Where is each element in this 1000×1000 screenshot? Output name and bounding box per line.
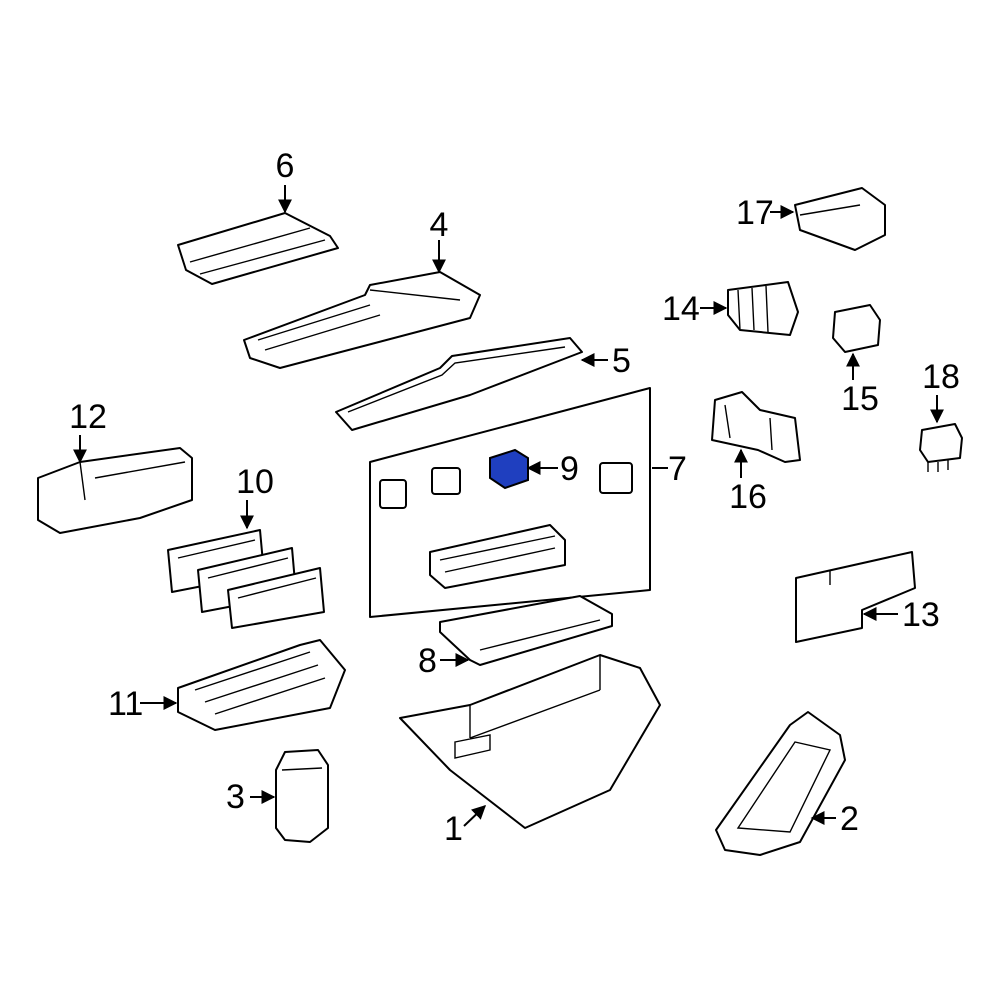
part-6-cover[interactable] — [177, 212, 339, 285]
part-1-base[interactable] — [399, 654, 661, 829]
part-10-connectors[interactable] — [167, 529, 325, 629]
callout-14: 14 — [662, 290, 700, 328]
part-4-upper-housing[interactable] — [243, 271, 481, 369]
callout-1: 1 — [444, 810, 463, 848]
callout-8: 8 — [418, 642, 437, 680]
callout-16: 16 — [729, 478, 767, 516]
relay-right[interactable] — [599, 462, 633, 494]
part-18-relay[interactable] — [919, 423, 963, 472]
part-11-connector-block[interactable] — [177, 639, 346, 731]
relay-small-mid[interactable] — [431, 467, 461, 495]
callout-7: 7 — [668, 450, 687, 488]
part-7-relay-kit-box — [369, 387, 651, 618]
callout-5: 5 — [612, 342, 631, 380]
callout-4: 4 — [430, 206, 449, 244]
part-12-module[interactable] — [37, 447, 193, 534]
part-8-rail[interactable] — [439, 595, 613, 666]
part-13-relay-box[interactable] — [795, 551, 916, 643]
part-17-cover[interactable] — [794, 187, 886, 251]
part-5-gasket[interactable] — [335, 337, 583, 431]
callout-18: 18 — [922, 358, 960, 396]
callout-12: 12 — [69, 398, 107, 436]
callout-labels: 6 4 5 7 9 10 12 8 11 3 1 2 13 14 15 16 1… — [69, 147, 960, 848]
callout-3: 3 — [226, 778, 245, 816]
leader-lines — [73, 185, 944, 827]
callout-11: 11 — [108, 685, 143, 723]
callout-15: 15 — [841, 380, 879, 418]
fuse-module[interactable] — [429, 524, 566, 589]
part-2-frame[interactable] — [715, 711, 846, 856]
callout-9: 9 — [560, 450, 579, 488]
callout-13: 13 — [902, 596, 940, 634]
relay-small-left[interactable] — [379, 479, 407, 509]
callout-10: 10 — [236, 463, 274, 501]
callout-2: 2 — [840, 800, 859, 838]
callout-6: 6 — [276, 147, 295, 185]
callout-17: 17 — [736, 194, 774, 232]
part-9-relay-highlighted[interactable] — [489, 448, 529, 490]
part-15-relay[interactable] — [832, 304, 881, 353]
part-14-terminal-block[interactable] — [727, 281, 799, 336]
part-16-bracket[interactable] — [711, 391, 801, 463]
part-3-cap[interactable] — [275, 749, 329, 843]
